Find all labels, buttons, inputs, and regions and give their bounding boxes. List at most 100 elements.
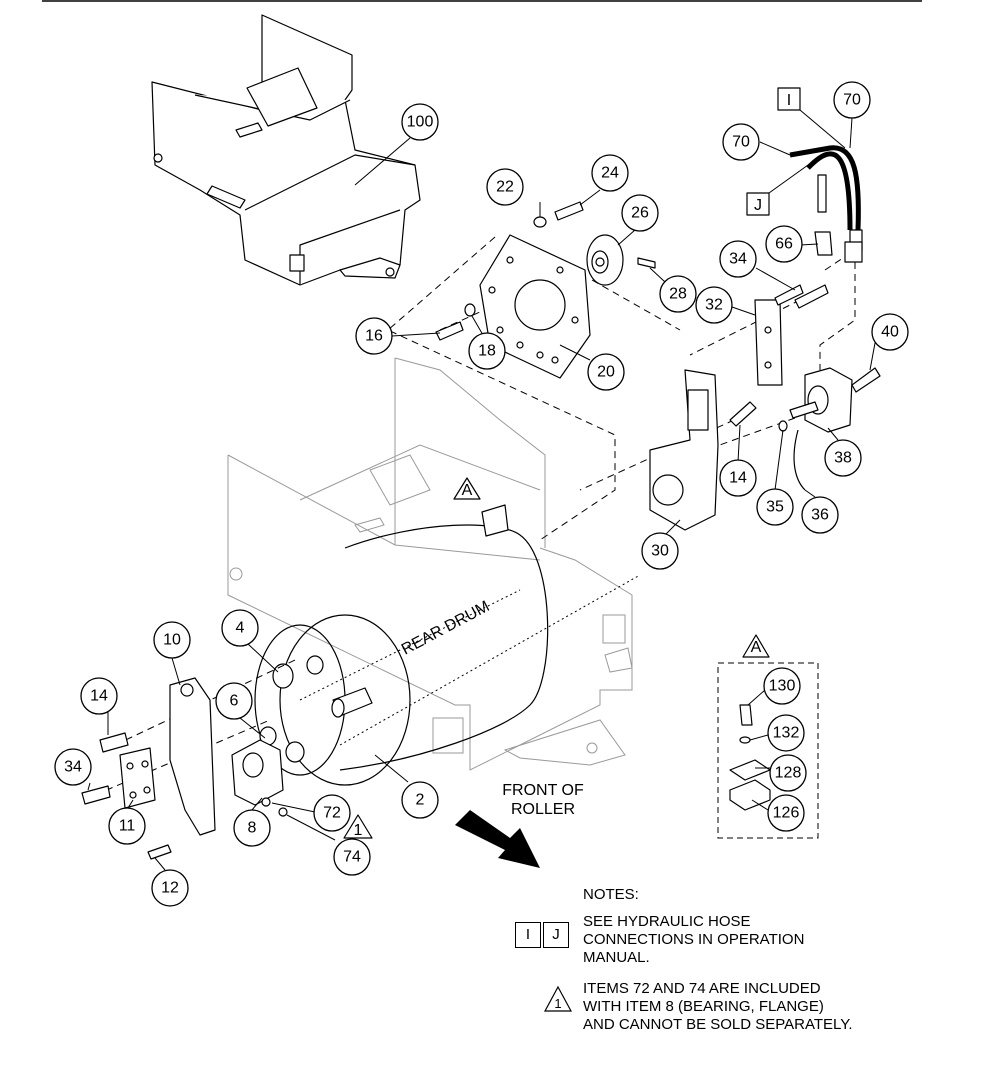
note-1-text: SEE HYDRAULIC HOSE CONNECTIONS IN OPERAT… — [583, 913, 804, 967]
callout-6: 6 — [215, 682, 253, 720]
callout-8: 8 — [233, 809, 271, 847]
part-38-motor — [789, 367, 881, 433]
callout-10: 10 — [153, 621, 191, 659]
note-box-i: I — [515, 922, 541, 948]
leader-lines — [87, 117, 876, 871]
callout-11: 11 — [108, 807, 146, 845]
hose-tag-j: J — [754, 197, 762, 214]
svg-text:11: 11 — [119, 818, 136, 835]
front-of-roller-line2: ROLLER — [511, 801, 575, 818]
callout-28: 28 — [659, 275, 697, 313]
part-2-rear-drum: REAR DRUM — [254, 524, 549, 786]
note-tri-ref-label: 1 — [354, 822, 363, 839]
callout-36: 36 — [801, 496, 839, 534]
callouts: 100 22 24 26 28 16 18 20 70 70 66 34 32 … — [54, 81, 909, 907]
svg-text:130: 130 — [769, 678, 796, 695]
callout-26: 26 — [621, 194, 659, 232]
hydraulic-hoses — [789, 145, 863, 263]
svg-text:24: 24 — [601, 165, 619, 182]
svg-text:14: 14 — [90, 688, 108, 705]
callout-128: 128 — [769, 754, 807, 792]
notes-heading: NOTES: — [583, 886, 639, 903]
svg-text:72: 72 — [323, 805, 341, 822]
note-2-tri-label: 1 — [554, 996, 561, 1011]
front-of-roller-line1: FRONT OF — [502, 782, 584, 799]
callout-4: 4 — [221, 609, 259, 647]
svg-text:70: 70 — [843, 92, 861, 109]
callout-34-left: 34 — [54, 748, 92, 786]
callout-14-left: 14 — [80, 677, 118, 715]
note-1-line-2: CONNECTIONS IN OPERATION — [583, 931, 805, 948]
svg-text:38: 38 — [834, 450, 852, 467]
hardware-left — [81, 732, 172, 860]
part-32-bracket — [754, 299, 783, 386]
note-triangle-ref: 1 — [343, 814, 373, 839]
svg-text:20: 20 — [597, 364, 615, 381]
svg-text:34: 34 — [729, 251, 747, 268]
callout-74: 74 — [333, 838, 371, 876]
part-100-housing — [151, 14, 421, 286]
svg-text:40: 40 — [881, 324, 899, 341]
svg-text:16: 16 — [365, 328, 383, 345]
part-20-mount-plate — [479, 234, 591, 379]
svg-text:30: 30 — [651, 543, 669, 560]
svg-text:22: 22 — [496, 179, 514, 196]
part-30-bracket — [649, 369, 719, 531]
note-1-line-3: MANUAL. — [583, 949, 650, 966]
detail-a-reference: A — [453, 477, 509, 537]
note-2-line-3: AND CANNOT BE SOLD SEPARATELY. — [583, 1016, 853, 1033]
hose-tag-i: I — [787, 92, 791, 109]
front-of-roller: FRONT OF ROLLER — [455, 782, 584, 868]
callout-24: 24 — [591, 154, 629, 192]
svg-text:14: 14 — [729, 470, 747, 487]
note-2-text: ITEMS 72 AND 74 ARE INCLUDED WITH ITEM 8… — [583, 980, 853, 1034]
callout-35: 35 — [756, 488, 794, 526]
callout-30: 30 — [641, 532, 679, 570]
callout-130: 130 — [763, 667, 801, 705]
note-box-j: J — [543, 922, 569, 948]
detail-a-box: A — [717, 634, 819, 839]
svg-text:36: 36 — [811, 507, 829, 524]
callout-16: 16 — [355, 317, 393, 355]
part-11-plate — [119, 747, 156, 809]
detail-a-tag: A — [751, 639, 762, 656]
callout-34-right: 34 — [719, 240, 757, 278]
callout-72: 72 — [313, 794, 351, 832]
svg-text:70: 70 — [732, 134, 750, 151]
svg-text:32: 32 — [705, 297, 723, 314]
callout-2: 2 — [401, 781, 439, 819]
hardware-upper — [435, 201, 584, 341]
callout-132: 132 — [767, 714, 805, 752]
svg-text:34: 34 — [64, 759, 82, 776]
callout-100: 100 — [401, 103, 439, 141]
svg-text:6: 6 — [230, 693, 239, 710]
callout-70-right: 70 — [833, 81, 871, 119]
callout-66: 66 — [765, 225, 803, 263]
svg-text:2: 2 — [416, 792, 425, 809]
note-2-line-1: ITEMS 72 AND 74 ARE INCLUDED — [583, 980, 821, 997]
callout-40: 40 — [871, 313, 909, 351]
callout-70-left: 70 — [722, 123, 760, 161]
part-26-bearing — [586, 234, 656, 286]
callout-18: 18 — [468, 332, 506, 370]
svg-text:132: 132 — [773, 725, 800, 742]
svg-text:126: 126 — [773, 805, 800, 822]
svg-text:8: 8 — [248, 820, 257, 837]
svg-text:100: 100 — [407, 114, 434, 131]
note-1-line-1: SEE HYDRAULIC HOSE — [583, 913, 751, 930]
callout-32: 32 — [695, 286, 733, 324]
hose-tags: I J — [746, 87, 846, 216]
svg-text:26: 26 — [631, 205, 649, 222]
callout-126: 126 — [767, 794, 805, 832]
svg-text:74: 74 — [343, 849, 361, 866]
svg-text:12: 12 — [161, 880, 179, 897]
callout-20: 20 — [587, 353, 625, 391]
callout-12: 12 — [151, 869, 189, 907]
hardware-right — [729, 284, 829, 491]
callout-14-right: 14 — [719, 459, 757, 497]
svg-text:66: 66 — [775, 236, 793, 253]
svg-text:128: 128 — [775, 765, 802, 782]
note-2-triangle: 1 — [543, 985, 573, 1012]
